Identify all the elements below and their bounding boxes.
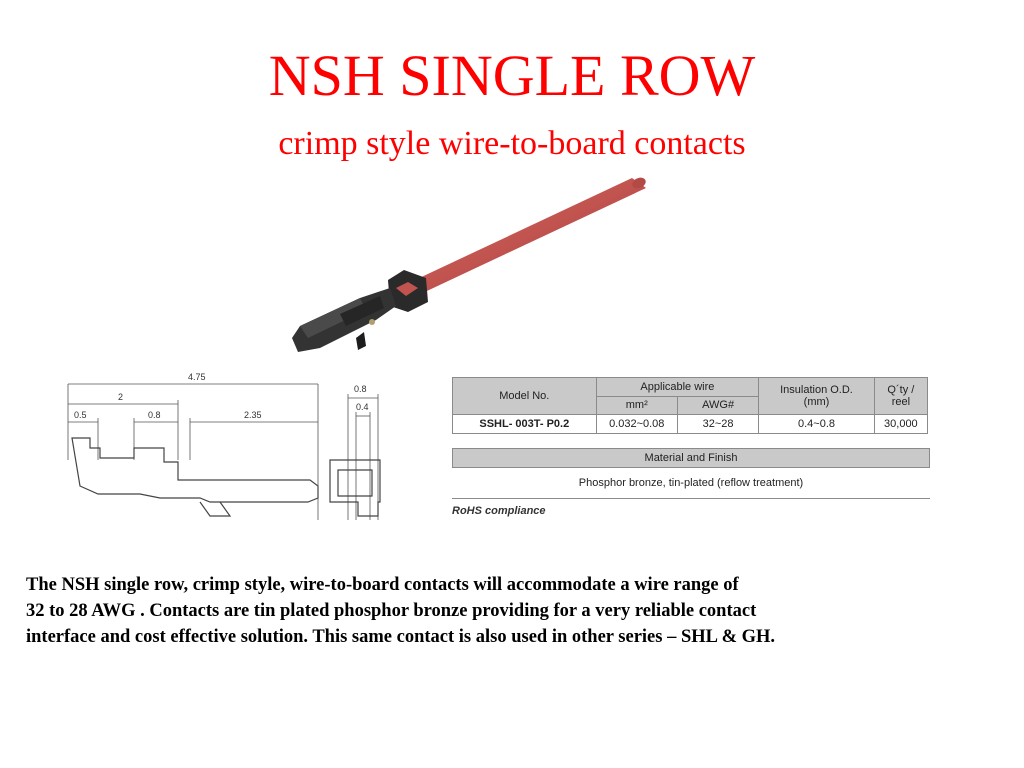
rohs-label: RoHS compliance xyxy=(452,505,546,517)
header-mm2: mm² xyxy=(595,395,678,415)
contact-product-image xyxy=(292,177,646,352)
dim-2-35: 2.35 xyxy=(244,410,262,420)
description-line-2: 32 to 28 AWG . Contacts are tin plated p… xyxy=(26,601,757,621)
dimension-drawing: 4.75 2 0.5 0.8 2.35 0.8 0.4 xyxy=(67,372,381,520)
cell-insulation: 0.4~0.8 xyxy=(758,414,875,434)
description-line-3: interface and cost effective solution. T… xyxy=(26,627,776,647)
header-applicable-wire: Applicable wire xyxy=(595,377,760,397)
table-row: SSHL- 003T- P0.2 0.032~0.08 32~28 0.4~0.… xyxy=(452,414,929,434)
cell-qty: 30,000 xyxy=(873,414,929,434)
dim-0-5: 0.5 xyxy=(74,410,87,420)
header-qty-unit: reel xyxy=(891,396,911,408)
header-insulation-label: Insulation O.D. xyxy=(780,384,853,396)
dim-2: 2 xyxy=(118,392,123,402)
spec-panel: Model No. Applicable wire Insulation O.D… xyxy=(452,377,930,537)
spec-table: Model No. Applicable wire Insulation O.D… xyxy=(452,377,929,434)
dim-total: 4.75 xyxy=(188,372,206,382)
description-text: The NSH single row, crimp style, wire-to… xyxy=(26,572,1001,650)
description-line-1: The NSH single row, crimp style, wire-to… xyxy=(26,575,739,595)
slide-subtitle: crimp style wire-to-board contacts xyxy=(278,125,746,162)
header-insulation: Insulation O.D. (mm) xyxy=(758,377,875,415)
header-awg: AWG# xyxy=(676,395,760,415)
header-qty: Q´ty / reel xyxy=(873,377,929,415)
side-dim-0-8: 0.8 xyxy=(354,384,367,394)
material-header: Material and Finish xyxy=(452,448,930,468)
header-insulation-unit: (mm) xyxy=(803,396,830,408)
cell-model: SSHL- 003T- P0.2 xyxy=(452,414,597,434)
header-model-no: Model No. xyxy=(452,377,597,415)
dim-0-8: 0.8 xyxy=(148,410,161,420)
side-dim-0-4: 0.4 xyxy=(356,402,369,412)
slide-title: NSH SINGLE ROW xyxy=(268,43,756,108)
material-value: Phosphor bronze, tin-plated (reflow trea… xyxy=(452,468,930,499)
header-qty-label: Q´ty / xyxy=(887,384,915,396)
cell-awg: 32~28 xyxy=(676,414,760,434)
wire-shape xyxy=(398,178,646,298)
cell-mm2: 0.032~0.08 xyxy=(595,414,678,434)
